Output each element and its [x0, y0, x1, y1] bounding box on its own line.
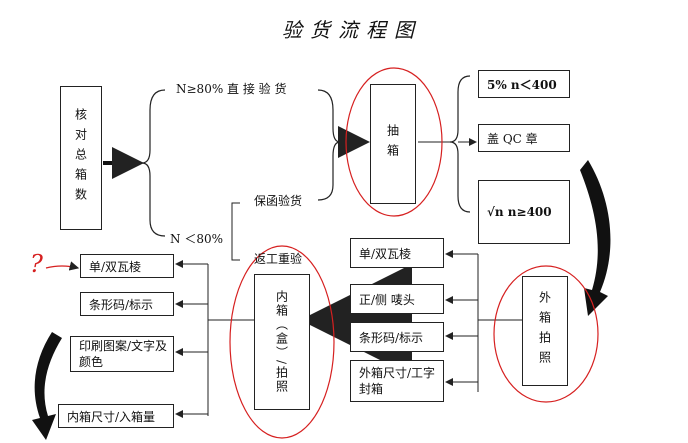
- sqrt-n-label: √n n≥400: [487, 205, 552, 219]
- red-circle-outer: [493, 265, 599, 403]
- diagram-title: 验货流程图: [282, 18, 422, 42]
- red-circle-inner: [229, 245, 335, 439]
- left-barcode-box: 条形码/标示: [80, 292, 174, 316]
- brace-left: [141, 89, 166, 237]
- left-print-label: 印刷图案/文字及颜色: [79, 339, 168, 369]
- qc-stamp-box: 盖 QC 章: [478, 124, 570, 152]
- left-barcode-label: 条形码/标示: [89, 297, 154, 312]
- right-size-box: 外箱尺寸/工字封箱: [350, 360, 444, 402]
- left-print-box: 印刷图案/文字及颜色: [70, 336, 174, 372]
- left-inner-size-label: 内箱尺寸/入箱量: [67, 409, 156, 424]
- inner-box-photo-box: 内箱（盒）/拍照: [254, 274, 310, 410]
- outer-box-photo-box: 外箱拍照: [522, 276, 568, 386]
- question-annotation: ?: [30, 250, 43, 278]
- brace-right: [317, 89, 341, 201]
- sqrt-n-box: √n n≥400: [478, 180, 570, 244]
- right-marks-box: 正/侧 唛头: [350, 284, 444, 314]
- sampling-label: 抽箱: [385, 124, 400, 164]
- branch-sealed-label: 保函验货: [254, 194, 303, 208]
- aql-label: 5% n＜400: [487, 77, 557, 92]
- right-marks-label: 正/侧 唛头: [359, 292, 415, 307]
- left-single-double-box: 单/双瓦棱: [80, 254, 174, 278]
- bracket-return: [231, 202, 240, 261]
- sampling-box: 抽箱: [370, 84, 416, 204]
- qc-stamp-label: 盖 QC 章: [487, 131, 538, 146]
- left-inner-size-box: 内箱尺寸/入箱量: [58, 404, 174, 428]
- branch-lower-label: N ＜80%: [170, 232, 223, 246]
- right-size-label: 外箱尺寸/工字封箱: [359, 366, 436, 396]
- right-single-double-box: 单/双瓦棱: [350, 238, 444, 268]
- right-single-double-label: 单/双瓦棱: [359, 246, 412, 261]
- check-total-box: 核对总箱数: [60, 86, 102, 230]
- branch-upper-label: N≥80% 直 接 验 货: [176, 82, 287, 96]
- check-total-label: 核对总箱数: [73, 108, 88, 208]
- red-arrow-annotation: [45, 261, 80, 271]
- brace-sampling: [449, 75, 471, 213]
- outer-box-photo-label: 外箱拍照: [537, 291, 552, 371]
- left-single-double-label: 单/双瓦棱: [89, 259, 142, 274]
- red-circle-sampling: [345, 67, 443, 217]
- swoosh-left: [32, 332, 62, 440]
- right-barcode-label: 条形码/标示: [359, 330, 424, 345]
- aql-box: 5% n＜400: [478, 70, 570, 98]
- inner-box-photo-label: 内箱（盒）/拍照: [274, 289, 289, 395]
- branch-return-label: 返工重验: [254, 252, 303, 266]
- swoosh-right: [580, 160, 611, 316]
- right-barcode-box: 条形码/标示: [350, 322, 444, 352]
